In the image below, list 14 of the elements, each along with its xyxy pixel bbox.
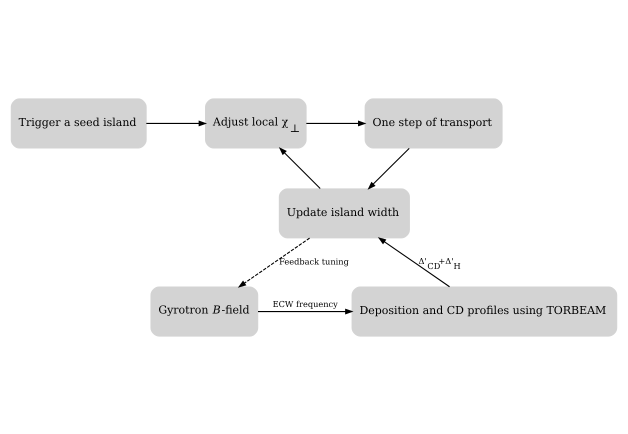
- arrow: [378, 236, 450, 287]
- arrow: [146, 120, 208, 126]
- node-box: Gyrotron B-field: [150, 286, 258, 336]
- arrow: [306, 120, 366, 126]
- edge-label: Feedback tuning: [279, 256, 349, 266]
- edge-label: ECW frequency: [272, 298, 338, 309]
- node-box: Deposition and CD profiles using TORBEAM: [352, 286, 618, 336]
- node-box: One step of transport: [364, 98, 503, 148]
- node-box: Update island width: [278, 188, 410, 238]
- arrow: [258, 308, 354, 314]
- arrow: [278, 146, 321, 188]
- node-box: Trigger a seed island: [10, 98, 147, 148]
- arrow: [368, 147, 410, 190]
- arrow: [238, 237, 310, 288]
